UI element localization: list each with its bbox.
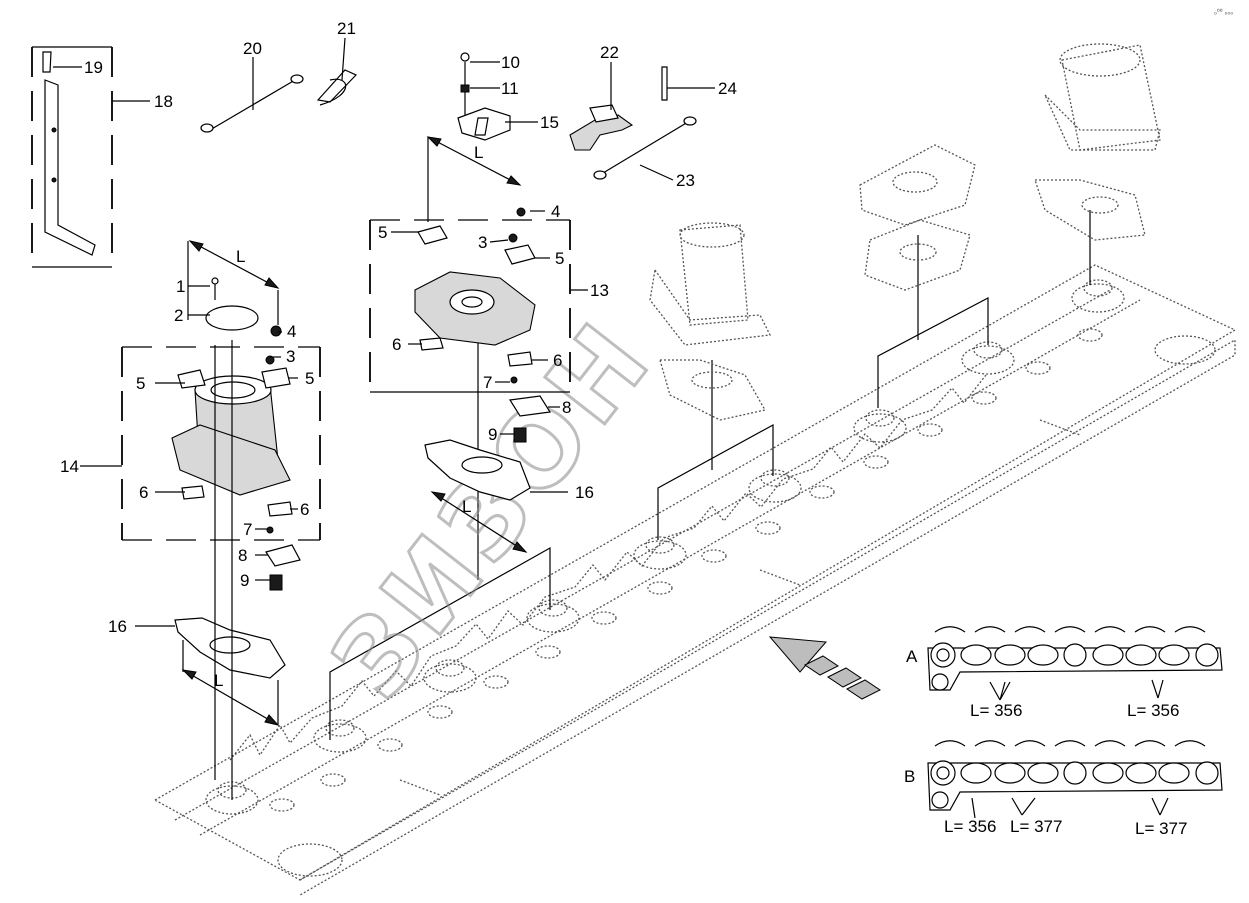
hub-2 — [313, 719, 367, 753]
callout-4-mid: 4 — [551, 202, 560, 221]
hub-5 — [633, 536, 687, 570]
scraper-blade — [44, 79, 96, 256]
part-10-15-group — [457, 52, 511, 141]
callout-7-mid: 7 — [483, 373, 492, 392]
dimension-arrows — [181, 136, 528, 800]
callout-15: 15 — [540, 113, 559, 132]
callout-14: 14 — [60, 457, 79, 476]
callout-24: 24 — [718, 79, 737, 98]
hub-9 — [1071, 279, 1125, 313]
callout-19: 19 — [84, 58, 103, 77]
parts-group-14 — [121, 346, 321, 541]
part-2-cover — [205, 305, 259, 331]
variant-B-right-dim: L= 377 — [1135, 819, 1187, 838]
part-21-pin — [316, 69, 358, 106]
direction-indicator — [768, 636, 881, 700]
callout-6-left-b: 6 — [300, 500, 309, 519]
hub-4 — [526, 599, 580, 633]
disc-plate-right — [859, 144, 976, 291]
callout-20: 20 — [243, 39, 262, 58]
callout-13: 13 — [590, 281, 609, 300]
hub-7 — [853, 409, 907, 443]
callout-9-left: 9 — [240, 571, 249, 590]
dimension-letters: L L L L — [214, 143, 483, 690]
background-housings — [649, 43, 1161, 421]
dim-letter-L-2: L — [474, 143, 483, 162]
part-24-pin — [661, 66, 668, 101]
callout-6-mid-b: 6 — [553, 351, 562, 370]
parts-group-13 — [369, 207, 571, 393]
hub-3 — [423, 659, 477, 693]
callout-10: 10 — [501, 53, 520, 72]
part-23-cable — [593, 116, 697, 180]
callout-18: 18 — [154, 92, 173, 111]
watermark-text: ЗИЗОН — [309, 298, 676, 720]
leader-lines — [53, 37, 715, 627]
callout-5-left-a: 5 — [136, 374, 145, 393]
callout-7-left: 7 — [243, 520, 252, 539]
callout-22: 22 — [600, 43, 619, 62]
cutter-bar — [153, 264, 1237, 896]
housing-far-right — [1034, 43, 1161, 241]
callout-21: 21 — [337, 19, 356, 38]
callout-16-mid: 16 — [575, 483, 594, 502]
corner-mark: ₀⁰⁰ ₀₀₀ — [1214, 8, 1233, 16]
lower-left-hardware — [174, 526, 301, 679]
dim-letter-L-4: L — [214, 671, 223, 690]
variant-B-left-dim: L= 356 — [944, 817, 996, 836]
parts-group-18 — [31, 46, 113, 268]
dim-L-bottom-left — [181, 640, 280, 726]
watermark: ЗИЗОН — [307, 297, 677, 722]
callout-numbers: 1 2 3 4 5 5 6 6 7 8 9 16 14 5 3 5 6 6 7 … — [60, 19, 737, 636]
variant-A-right-dim: L= 356 — [1127, 701, 1179, 720]
callout-5-mid-a: 5 — [378, 223, 387, 242]
variant-B-letter: B — [904, 767, 915, 786]
callout-1: 1 — [176, 277, 185, 296]
part-19 — [42, 51, 52, 73]
callout-3-left: 3 — [286, 347, 295, 366]
callout-5-left-b: 5 — [305, 369, 314, 388]
middle-hardware — [424, 395, 552, 501]
callout-4-left: 4 — [287, 322, 296, 341]
variant-B-mid-dim: L= 377 — [1010, 817, 1062, 836]
hub-6 — [748, 469, 802, 503]
callout-23: 23 — [676, 171, 695, 190]
callout-11: 11 — [501, 79, 519, 98]
small-rings — [269, 328, 1103, 812]
dim-letter-L-1: L — [236, 247, 245, 266]
callout-9-mid: 9 — [488, 425, 497, 444]
variant-B-diagram: B L= 356 L= 377 L= 377 — [904, 740, 1223, 838]
dim-L-top-mid — [426, 136, 522, 222]
dim-L-top-left — [187, 240, 280, 325]
part-22-bracket — [569, 104, 634, 151]
callout-16-left: 16 — [108, 617, 127, 636]
part-20-cable — [200, 74, 304, 133]
housing-mid — [649, 222, 771, 421]
variant-A-diagram: A L= 356 L= 356 — [906, 626, 1223, 720]
callout-8-left: 8 — [238, 546, 247, 565]
callout-8-mid: 8 — [562, 398, 571, 417]
callout-6-left-a: 6 — [139, 483, 148, 502]
variant-A-letter: A — [906, 647, 918, 666]
callout-2: 2 — [174, 306, 183, 325]
cut-line-zigzag — [229, 374, 987, 761]
dim-letter-L-3: L — [462, 497, 471, 516]
variant-A-left-dim: L= 356 — [970, 701, 1022, 720]
callout-5-mid-b: 5 — [555, 249, 564, 268]
part-1-2-4 — [205, 277, 282, 337]
dim-L-mid — [430, 491, 528, 553]
callout-3-mid: 3 — [478, 233, 487, 252]
callout-6-mid-a: 6 — [392, 335, 401, 354]
